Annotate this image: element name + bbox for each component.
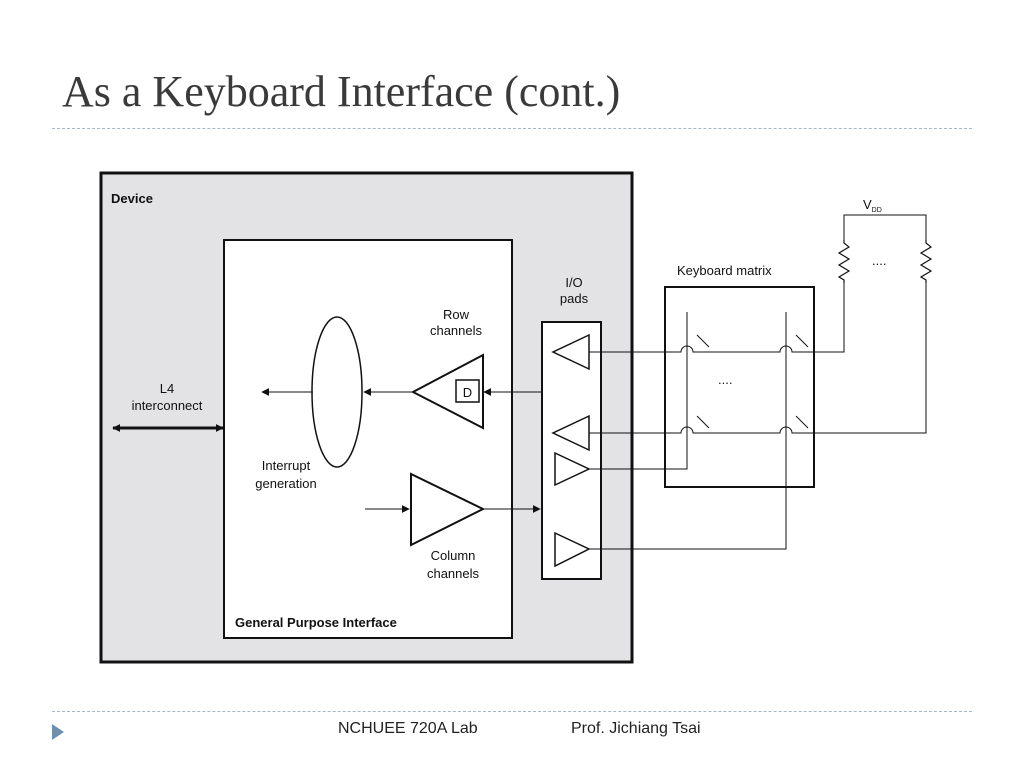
footer-course: NCHUEE 720A Lab — [338, 720, 478, 737]
resistor-left — [837, 240, 851, 283]
vdd-rail — [843, 214, 927, 240]
interrupt-label-line1: Interrupt — [262, 458, 311, 473]
keyboard-matrix-box — [664, 286, 815, 488]
gpi-box — [223, 239, 513, 639]
device-label: Device — [111, 191, 153, 206]
gpi-label: General Purpose Interface — [235, 615, 397, 630]
key-switch-r2c1 — [696, 415, 710, 429]
matrix-dots: .... — [718, 372, 732, 387]
key-switch-r2c2 — [795, 415, 809, 429]
row-line-2 — [589, 283, 927, 434]
interrupt-ellipse — [311, 316, 363, 468]
io-pads-line1: I/O — [565, 275, 582, 290]
d-latch-box — [455, 379, 480, 403]
row-line-1 — [589, 283, 845, 353]
io-pads-box — [541, 321, 602, 580]
column-line-1 — [589, 312, 688, 470]
interrupt-label-line2: generation — [255, 476, 316, 491]
key-switch-r1c1 — [696, 334, 710, 348]
resistor-right — [919, 240, 933, 283]
d-latch-label: D — [463, 385, 472, 400]
l4-label-line1: L4 — [160, 381, 174, 396]
column-channels-line2: channels — [427, 566, 480, 581]
vdd-label: VDD — [863, 197, 882, 214]
row-channels-line2: channels — [430, 323, 483, 338]
column-line-2 — [589, 312, 787, 550]
title-divider — [52, 128, 972, 129]
key-switch-r1c2 — [795, 334, 809, 348]
footer-divider — [52, 711, 972, 712]
column-channels-line1: Column — [431, 548, 476, 563]
slide-title: As a Keyboard Interface (cont.) — [62, 67, 621, 116]
footer-author: Prof. Jichiang Tsai — [571, 720, 701, 737]
keyboard-matrix-label: Keyboard matrix — [677, 263, 772, 278]
column-buffer-triangle — [410, 472, 486, 547]
l4-label-line2: interconnect — [132, 398, 203, 413]
io-pads-line2: pads — [560, 291, 589, 306]
io-pad-column2-output — [554, 531, 591, 568]
io-pad-column1-output — [554, 451, 591, 487]
footer-triangle-icon — [52, 724, 64, 740]
row-buffer-triangle — [410, 353, 484, 430]
row-channels-line1: Row — [443, 307, 470, 322]
resistor-dots: .... — [872, 253, 886, 268]
